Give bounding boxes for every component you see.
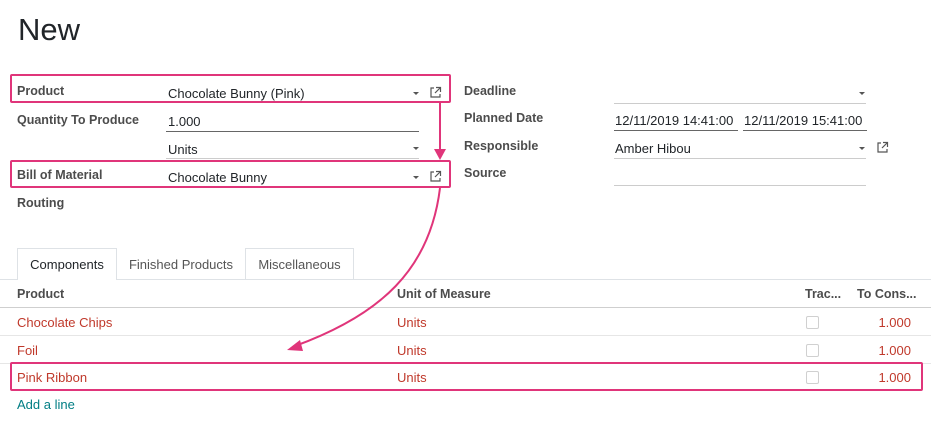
product-dropdown-icon[interactable]	[413, 92, 419, 95]
arrow-head-icon	[434, 149, 446, 160]
tab-components[interactable]: Components	[17, 248, 117, 280]
planned-date-label: Planned Date	[464, 111, 544, 125]
table-row-divider	[0, 335, 931, 336]
table-row-to-consume[interactable]: 1.000	[878, 343, 911, 358]
table-row-tracking-checkbox[interactable]	[806, 344, 819, 357]
col-header-uom[interactable]: Unit of Measure	[397, 287, 491, 301]
page-title: New	[18, 12, 81, 47]
table-row-uom[interactable]: Units	[397, 343, 427, 358]
table-row-product[interactable]: Pink Ribbon	[17, 370, 88, 385]
active-tab-gap	[18, 279, 116, 280]
source-input[interactable]	[614, 185, 866, 186]
table-row-to-consume[interactable]: 1.000	[878, 315, 911, 330]
planned-date-start-input[interactable]: 12/11/2019 14:41:00	[615, 113, 734, 128]
responsible-dropdown-icon[interactable]	[859, 147, 865, 150]
table-row-product[interactable]: Foil	[17, 343, 38, 358]
responsible-underline	[614, 158, 866, 159]
quantity-input[interactable]: 1.000	[168, 114, 201, 129]
bom-label: Bill of Material	[17, 168, 103, 182]
external-link-icon[interactable]	[876, 141, 889, 154]
bom-highlight	[10, 160, 451, 188]
table-row-tracking-checkbox[interactable]	[806, 316, 819, 329]
table-row-to-consume[interactable]: 1.000	[878, 370, 911, 385]
bom-field[interactable]: Chocolate Bunny	[168, 170, 268, 185]
responsible-field[interactable]: Amber Hibou	[615, 141, 691, 156]
external-link-icon[interactable]	[429, 86, 442, 99]
table-row-uom[interactable]: Units	[397, 315, 427, 330]
pink-ribbon-highlight	[10, 362, 923, 391]
add-line-link[interactable]: Add a line	[17, 397, 75, 412]
uom-dropdown-icon[interactable]	[413, 147, 419, 150]
tabs-divider	[0, 279, 931, 280]
table-row-uom[interactable]: Units	[397, 370, 427, 385]
col-header-product[interactable]: Product	[17, 287, 65, 301]
arrow-head-icon	[287, 340, 303, 351]
tab-finished-products[interactable]: Finished Products	[128, 257, 234, 272]
uom-select[interactable]: Units	[168, 142, 198, 157]
source-label: Source	[464, 166, 507, 180]
planned-date-end-underline	[743, 130, 867, 131]
quantity-underline	[166, 131, 419, 132]
product-field[interactable]: Chocolate Bunny (Pink)	[168, 86, 305, 101]
col-header-tracking[interactable]: Trac...	[805, 287, 842, 301]
responsible-label: Responsible	[464, 139, 539, 153]
col-header-to-consume[interactable]: To Cons...	[857, 287, 917, 301]
external-link-icon[interactable]	[429, 170, 442, 183]
product-highlight	[10, 74, 451, 103]
routing-label: Routing	[17, 196, 65, 210]
bom-dropdown-icon[interactable]	[413, 176, 419, 179]
table-row-tracking-checkbox[interactable]	[806, 371, 819, 384]
deadline-dropdown-icon[interactable]	[859, 92, 865, 95]
uom-underline	[166, 158, 419, 159]
product-label: Product	[17, 84, 65, 98]
planned-date-end-input[interactable]: 12/11/2019 15:41:00	[744, 113, 863, 128]
quantity-label: Quantity To Produce	[17, 113, 139, 127]
table-row-product[interactable]: Chocolate Chips	[17, 315, 113, 330]
tab-miscellaneous[interactable]: Miscellaneous	[245, 248, 354, 280]
deadline-input[interactable]	[614, 103, 866, 104]
table-header-divider	[0, 307, 931, 308]
planned-date-start-underline	[614, 130, 738, 131]
deadline-label: Deadline	[464, 84, 517, 98]
